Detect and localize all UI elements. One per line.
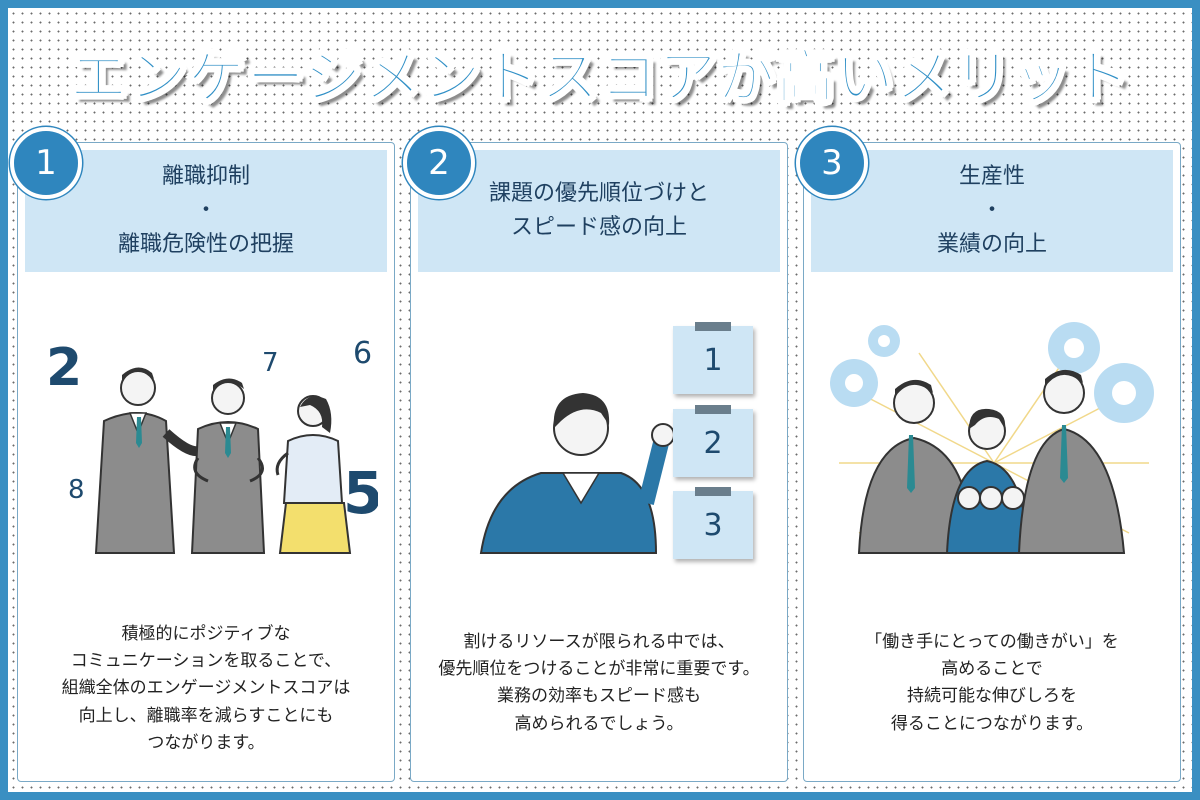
floating-number-6: 6: [353, 336, 372, 371]
man-left-figure: [94, 367, 199, 554]
card-2-number-badge: 2: [403, 127, 475, 199]
card-3-description-line-2: 高めることで: [941, 659, 1043, 680]
merit-card-3: 生産性 ・ 業績の向上: [803, 142, 1181, 782]
card-1-heading-line-1: 離職抑制: [161, 163, 250, 189]
card-2-description-line-4: 高められるでしょう。: [514, 713, 684, 734]
people-talking-illustration: 2 7 6 8 5: [46, 336, 378, 554]
card-1-description-line-4: 向上し、離職率を減らすことにも: [78, 705, 334, 726]
floating-number-7: 7: [262, 348, 279, 378]
merit-card-1: 離職抑制 ・ 離職危険性の把握 2 7 6 8 5: [17, 142, 395, 782]
merit-card-2: 課題の優先順位づけと スピード感の向上 1 2 3 割けるリソースが限られる中で…: [410, 142, 788, 782]
card-2-description: 割けるリソースが限られる中では、 優先順位をつけることが非常に重要です。 業務の…: [411, 629, 787, 738]
card-2-description-line-3: 業務の効率もスピード感も: [497, 686, 701, 707]
clip-icon: [695, 322, 731, 331]
card-2-description-line-1: 割けるリソースが限られる中では、: [463, 632, 735, 652]
card-2-heading-line-2: スピード感の向上: [510, 215, 687, 240]
card-3-number-badge: 3: [796, 127, 868, 199]
man-right-figure: [1017, 369, 1126, 554]
card-3-description-line-1: 「働き手にとっての働きがい」を: [865, 632, 1119, 652]
card-1-description-line-2: コミュニケーションを取ることで、: [70, 651, 342, 672]
card-1-description-line-5: つながります。: [147, 732, 265, 753]
card-1-heading-line-2: ・: [194, 197, 217, 223]
card-3-heading-line-3: 業績の向上: [936, 232, 1047, 258]
card-1-number-badge: 1: [10, 127, 82, 199]
man-left-figure: [857, 379, 971, 554]
woman-right-figure: [275, 395, 352, 554]
card-1-description-line-1: 積極的にポジティブな: [121, 624, 291, 644]
card-1-description: 積極的にポジティブな コミュニケーションを取ることで、 組織全体のエンゲージメン…: [18, 621, 394, 757]
card-3-description-line-4: 得ることにつながります。: [890, 713, 1094, 734]
man-center-figure: [190, 378, 266, 554]
page-title: エンゲージメントスコアが高いメリット: [69, 42, 1131, 112]
priority-number-2: 2: [703, 425, 723, 461]
card-2-description-line-2: 優先順位をつけることが非常に重要です。: [438, 659, 760, 680]
gear-icon: [830, 322, 1154, 423]
card-1-heading-line-3: 離職危険性の把握: [117, 232, 294, 258]
card-3-heading-line-1: 生産性: [958, 163, 1025, 189]
team-fist-bump-illustration: [830, 322, 1154, 554]
priority-card-3: 3: [673, 487, 753, 559]
card-3-description: 「働き手にとっての働きがい」を 高めることで 持続可能な伸びしろを 得ることにつ…: [804, 629, 1180, 738]
floating-number-5: 5: [343, 459, 378, 527]
card-3-heading-line-2: ・: [980, 197, 1003, 223]
fist-bump-hands: [957, 486, 1025, 510]
floating-number-2: 2: [46, 338, 82, 398]
card-3-description-line-3: 持続可能な伸びしろを: [907, 686, 1077, 707]
woman-pointing-illustration: [479, 393, 675, 554]
card-3-header: 生産性 ・ 業績の向上: [811, 150, 1173, 272]
priority-card-2: 2: [673, 405, 753, 477]
priority-number-3: 3: [703, 507, 723, 543]
card-2-heading-line-1: 課題の優先順位づけと: [488, 180, 709, 206]
clip-icon: [695, 487, 731, 496]
clip-icon: [695, 405, 731, 414]
card-2-header: 課題の優先順位づけと スピード感の向上: [418, 150, 780, 272]
card-1-description-line-3: 組織全体のエンゲージメントスコアは: [61, 678, 351, 699]
priority-number-1: 1: [703, 342, 723, 378]
floating-number-8: 8: [68, 475, 85, 505]
card-1-header: 離職抑制 ・ 離職危険性の把握: [25, 150, 387, 272]
priority-card-1: 1: [673, 322, 753, 394]
